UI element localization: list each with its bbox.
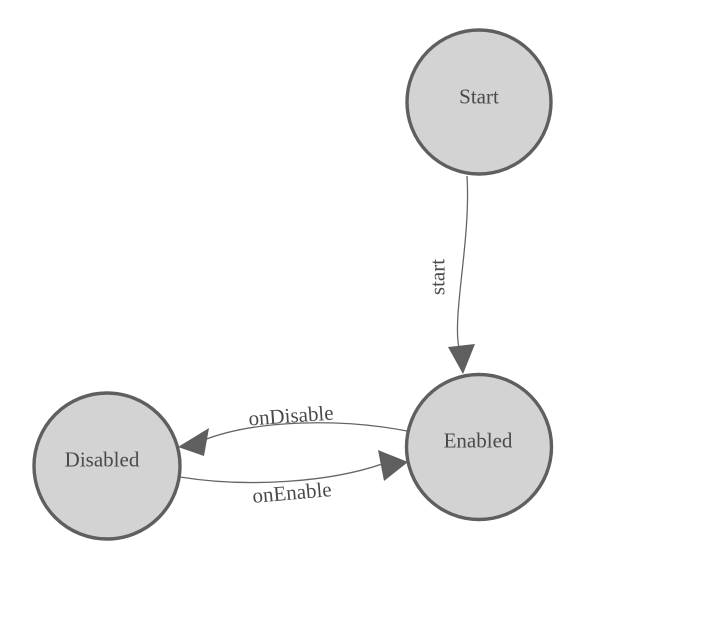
arrowhead-into-enabled-left — [378, 450, 408, 481]
node-label-disabled: Disabled — [64, 447, 140, 472]
node-enabled — [404, 372, 554, 522]
arrowhead-into-disabled — [178, 428, 209, 456]
edge-start-to-enabled — [456, 175, 469, 349]
arrowhead-into-enabled-top — [448, 344, 475, 374]
node-label-enabled: Enabled — [443, 428, 513, 453]
edge-label-ondisable: onDisable — [247, 400, 335, 431]
node-label-start: Start — [459, 84, 499, 109]
node-start — [405, 28, 553, 176]
node-disabled — [32, 391, 182, 541]
edge-enabled-to-disabled — [203, 422, 408, 441]
edge-label-start: start — [425, 258, 450, 296]
edge-disabled-to-enabled — [179, 463, 383, 484]
